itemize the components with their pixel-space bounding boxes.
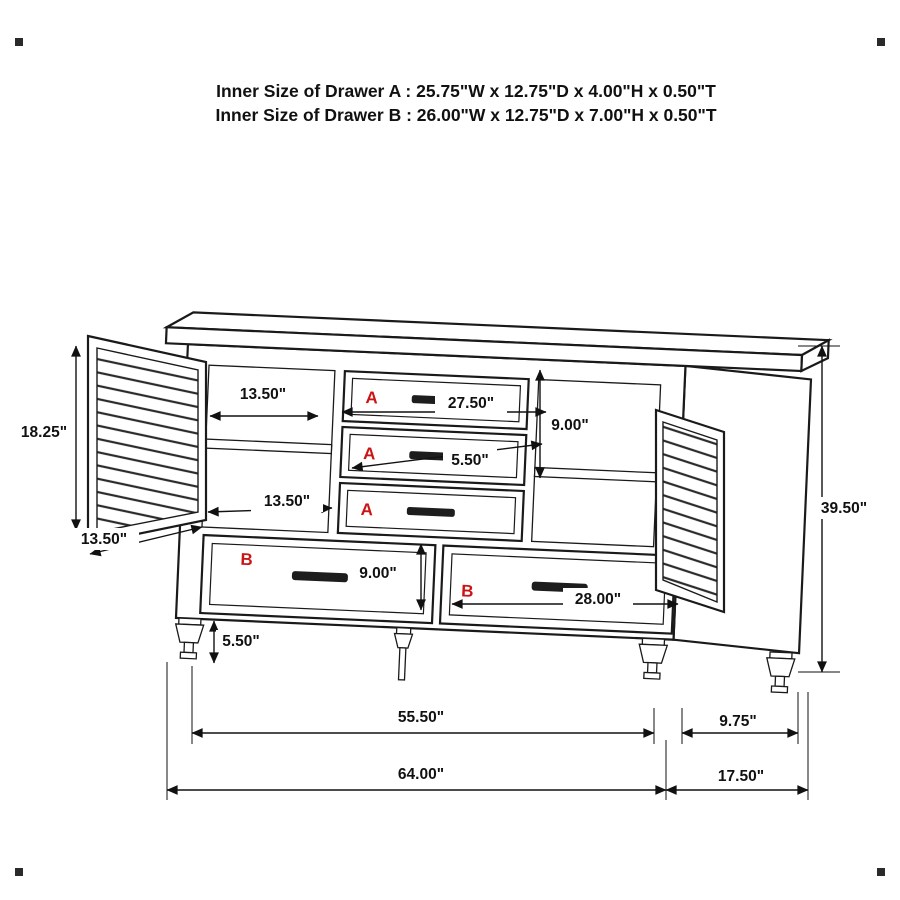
dim-overall-width: 64.00": [166, 662, 667, 800]
dim-door-height: 18.25": [14, 345, 81, 531]
svg-text:5.50": 5.50": [451, 452, 489, 469]
dim-lower-cubby-width: 13.50": [207, 490, 333, 517]
corner-mark: [877, 868, 885, 876]
corner-mark: [877, 38, 885, 46]
svg-text:28.00": 28.00": [575, 591, 621, 608]
corner-mark: [15, 868, 23, 876]
drawer-b-left-label: B: [240, 550, 253, 570]
svg-text:13.50": 13.50": [240, 386, 286, 403]
svg-text:39.50": 39.50": [821, 500, 867, 517]
dim-front-width: 55.50": [191, 666, 655, 744]
center-support: [393, 626, 414, 681]
drawer-a-3-label: A: [360, 500, 373, 520]
dim-overall-height: 39.50": [798, 345, 875, 673]
drawer-a-2-label: A: [363, 444, 376, 464]
front-right-foot: [637, 637, 669, 681]
svg-text:9.00": 9.00": [551, 417, 589, 434]
drawer-b-right-label: B: [461, 581, 474, 601]
drawer-a-2: A: [339, 425, 528, 487]
drawer-b-right: B: [438, 544, 677, 635]
svg-text:55.50": 55.50": [398, 709, 444, 726]
dim-drawer-a-height: 5.50": [351, 440, 543, 472]
right-compartment: [530, 378, 662, 548]
front-left-foot: [173, 617, 205, 660]
drawer-a-1-label: A: [365, 388, 378, 408]
left-door-louvered: [86, 334, 208, 546]
svg-text:27.50": 27.50": [448, 395, 494, 412]
right-door-louvers: [662, 421, 718, 604]
dim-drawer-b-width: 28.00": [451, 588, 679, 610]
drawer-b-spec-text: Inner Size of Drawer B : 26.00"W x 12.75…: [215, 105, 716, 125]
svg-text:9.75": 9.75": [719, 713, 757, 730]
drawer-b-left: B: [199, 533, 437, 625]
drawer-a-3-handle: [406, 507, 455, 517]
right-door-louvered: [654, 408, 726, 614]
drawer-b-left-handle: [291, 571, 348, 583]
dim-side-depth: 9.75": [681, 692, 799, 744]
dim-leg-height: 5.50": [209, 620, 266, 664]
svg-text:5.50": 5.50": [222, 633, 260, 650]
back-right-foot: [764, 651, 796, 694]
dim-upper-cubby-width: 13.50": [209, 383, 319, 421]
svg-text:64.00": 64.00": [398, 766, 444, 783]
drawer-a-spec-text: Inner Size of Drawer A : 25.75"W x 12.75…: [216, 81, 716, 101]
svg-text:17.50": 17.50": [718, 768, 764, 785]
svg-text:13.50": 13.50": [264, 493, 310, 510]
drawer-a-3: A: [336, 481, 525, 543]
svg-text:9.00": 9.00": [359, 565, 397, 582]
svg-text:18.25": 18.25": [21, 424, 67, 441]
dim-upper-cubby-height: 9.00": [535, 369, 596, 479]
dim-door-width: 13.50": [69, 524, 203, 557]
left-door-louvers: [96, 347, 199, 533]
dim-drawer-b-height: 9.00": [352, 543, 426, 611]
svg-text:13.50": 13.50": [81, 531, 127, 548]
dim-drawer-a-width: 27.50": [341, 392, 547, 417]
corner-mark: [15, 38, 23, 46]
dim-overall-depth: 17.50": [665, 692, 809, 800]
